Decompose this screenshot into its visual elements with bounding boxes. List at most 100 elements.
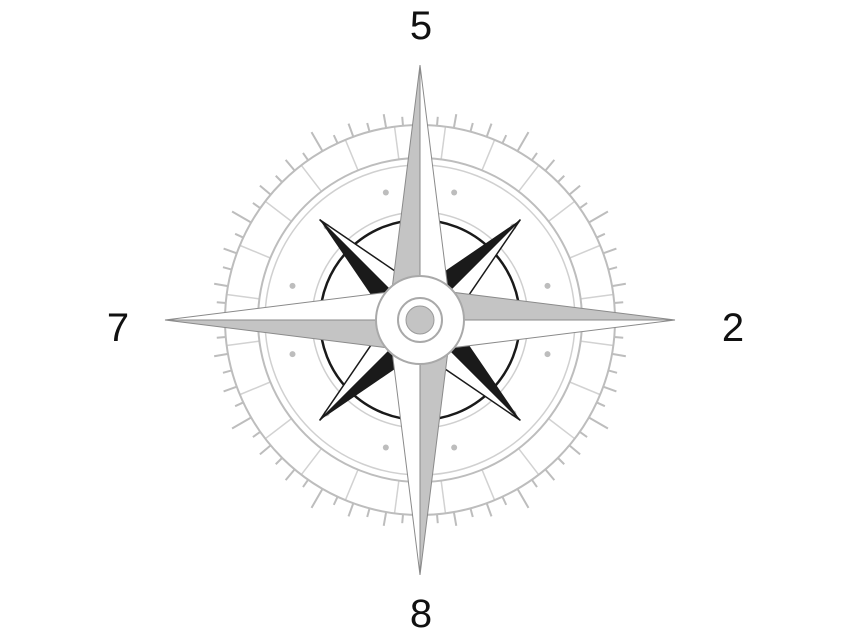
- cardinal-point-right-half: [164, 291, 409, 321]
- tick-mark: [588, 416, 609, 430]
- tick-mark: [310, 488, 324, 509]
- ring-divider: [239, 244, 271, 259]
- tick-mark: [452, 114, 458, 129]
- tick-mark: [568, 184, 581, 196]
- tick-mark: [302, 152, 309, 161]
- tick-mark: [596, 401, 606, 408]
- tick-mark: [588, 210, 609, 224]
- tick-mark: [347, 123, 355, 138]
- ring-dot: [382, 189, 389, 196]
- cardinal-point-right-half: [431, 319, 676, 349]
- tick-mark: [544, 468, 556, 481]
- ring-divider: [393, 480, 400, 514]
- ring-divider: [393, 126, 400, 160]
- tick-mark: [516, 488, 530, 509]
- label-top: 5: [409, 4, 433, 48]
- outer-tick-ring: [203, 103, 637, 537]
- label-left: 7: [106, 306, 130, 350]
- ring-divider: [481, 469, 496, 501]
- ring-divider: [226, 293, 260, 300]
- tick-mark: [382, 511, 388, 526]
- tick-mark: [401, 116, 405, 126]
- tick-mark: [216, 335, 226, 339]
- tick-mark: [275, 457, 283, 465]
- ring-divider: [481, 139, 496, 171]
- tick-mark: [231, 210, 252, 224]
- tick-mark: [382, 114, 388, 129]
- cardinal-point-left-half: [391, 64, 421, 309]
- tick-mark: [579, 431, 588, 438]
- tick-mark: [275, 175, 283, 183]
- cardinal-point-left-half: [431, 291, 676, 321]
- ring-dot: [289, 282, 296, 289]
- ring-divider: [518, 164, 540, 192]
- tick-mark: [259, 184, 272, 196]
- tick-mark: [501, 496, 508, 506]
- tick-mark: [531, 479, 538, 488]
- tick-mark: [310, 131, 324, 152]
- ring-divider: [569, 244, 601, 259]
- tick-mark: [485, 123, 493, 138]
- tick-mark: [614, 335, 624, 339]
- cardinal-point-left-half: [164, 319, 409, 349]
- ring-divider: [264, 200, 292, 222]
- tick-mark: [614, 301, 624, 305]
- ring-divider: [569, 381, 601, 396]
- tick-mark: [259, 444, 272, 456]
- tick-mark: [284, 468, 296, 481]
- tick-mark: [608, 369, 618, 374]
- label-right: 2: [721, 306, 745, 350]
- tick-mark: [435, 116, 439, 126]
- tick-mark: [516, 131, 530, 152]
- ring-divider: [548, 418, 576, 440]
- tick-mark: [469, 122, 474, 132]
- ring-divider: [344, 469, 359, 501]
- tick-mark: [252, 202, 261, 209]
- label-bottom: 8: [409, 592, 433, 636]
- tick-mark: [347, 502, 355, 517]
- cardinal-point-left-half: [419, 331, 449, 576]
- tick-mark: [222, 266, 232, 271]
- tick-mark: [214, 352, 229, 358]
- tick-mark: [234, 401, 244, 408]
- tick-mark: [223, 247, 238, 255]
- tick-mark: [223, 385, 238, 393]
- ring-dot: [451, 444, 458, 451]
- ring-dot: [382, 444, 389, 451]
- center-hub-core: [405, 305, 435, 335]
- tick-mark: [252, 431, 261, 438]
- ring-divider: [264, 418, 292, 440]
- tick-mark: [284, 159, 296, 172]
- ring-divider: [440, 126, 447, 160]
- ring-divider: [300, 448, 322, 476]
- ring-divider: [580, 340, 614, 347]
- cardinal-point-right-half: [419, 64, 449, 309]
- tick-mark: [568, 444, 581, 456]
- tick-mark: [602, 385, 617, 393]
- tick-mark: [401, 514, 405, 524]
- tick-mark: [332, 134, 339, 144]
- tick-mark: [544, 159, 556, 172]
- tick-mark: [608, 266, 618, 271]
- tick-mark: [531, 152, 538, 161]
- ring-dot: [544, 282, 551, 289]
- tick-mark: [222, 369, 232, 374]
- tick-mark: [596, 232, 606, 239]
- tick-mark: [214, 282, 229, 288]
- tick-mark: [611, 352, 626, 358]
- ring-divider: [580, 293, 614, 300]
- ring-divider: [440, 480, 447, 514]
- ring-divider: [344, 139, 359, 171]
- tick-mark: [469, 508, 474, 518]
- cardinal-points: [164, 64, 676, 576]
- tick-mark: [485, 502, 493, 517]
- tick-mark: [557, 175, 565, 183]
- tick-mark: [302, 479, 309, 488]
- tick-mark: [611, 282, 626, 288]
- tick-mark: [501, 134, 508, 144]
- ring-dot: [451, 189, 458, 196]
- tick-mark: [435, 514, 439, 524]
- ring-divider: [239, 381, 271, 396]
- ring-dot: [544, 351, 551, 358]
